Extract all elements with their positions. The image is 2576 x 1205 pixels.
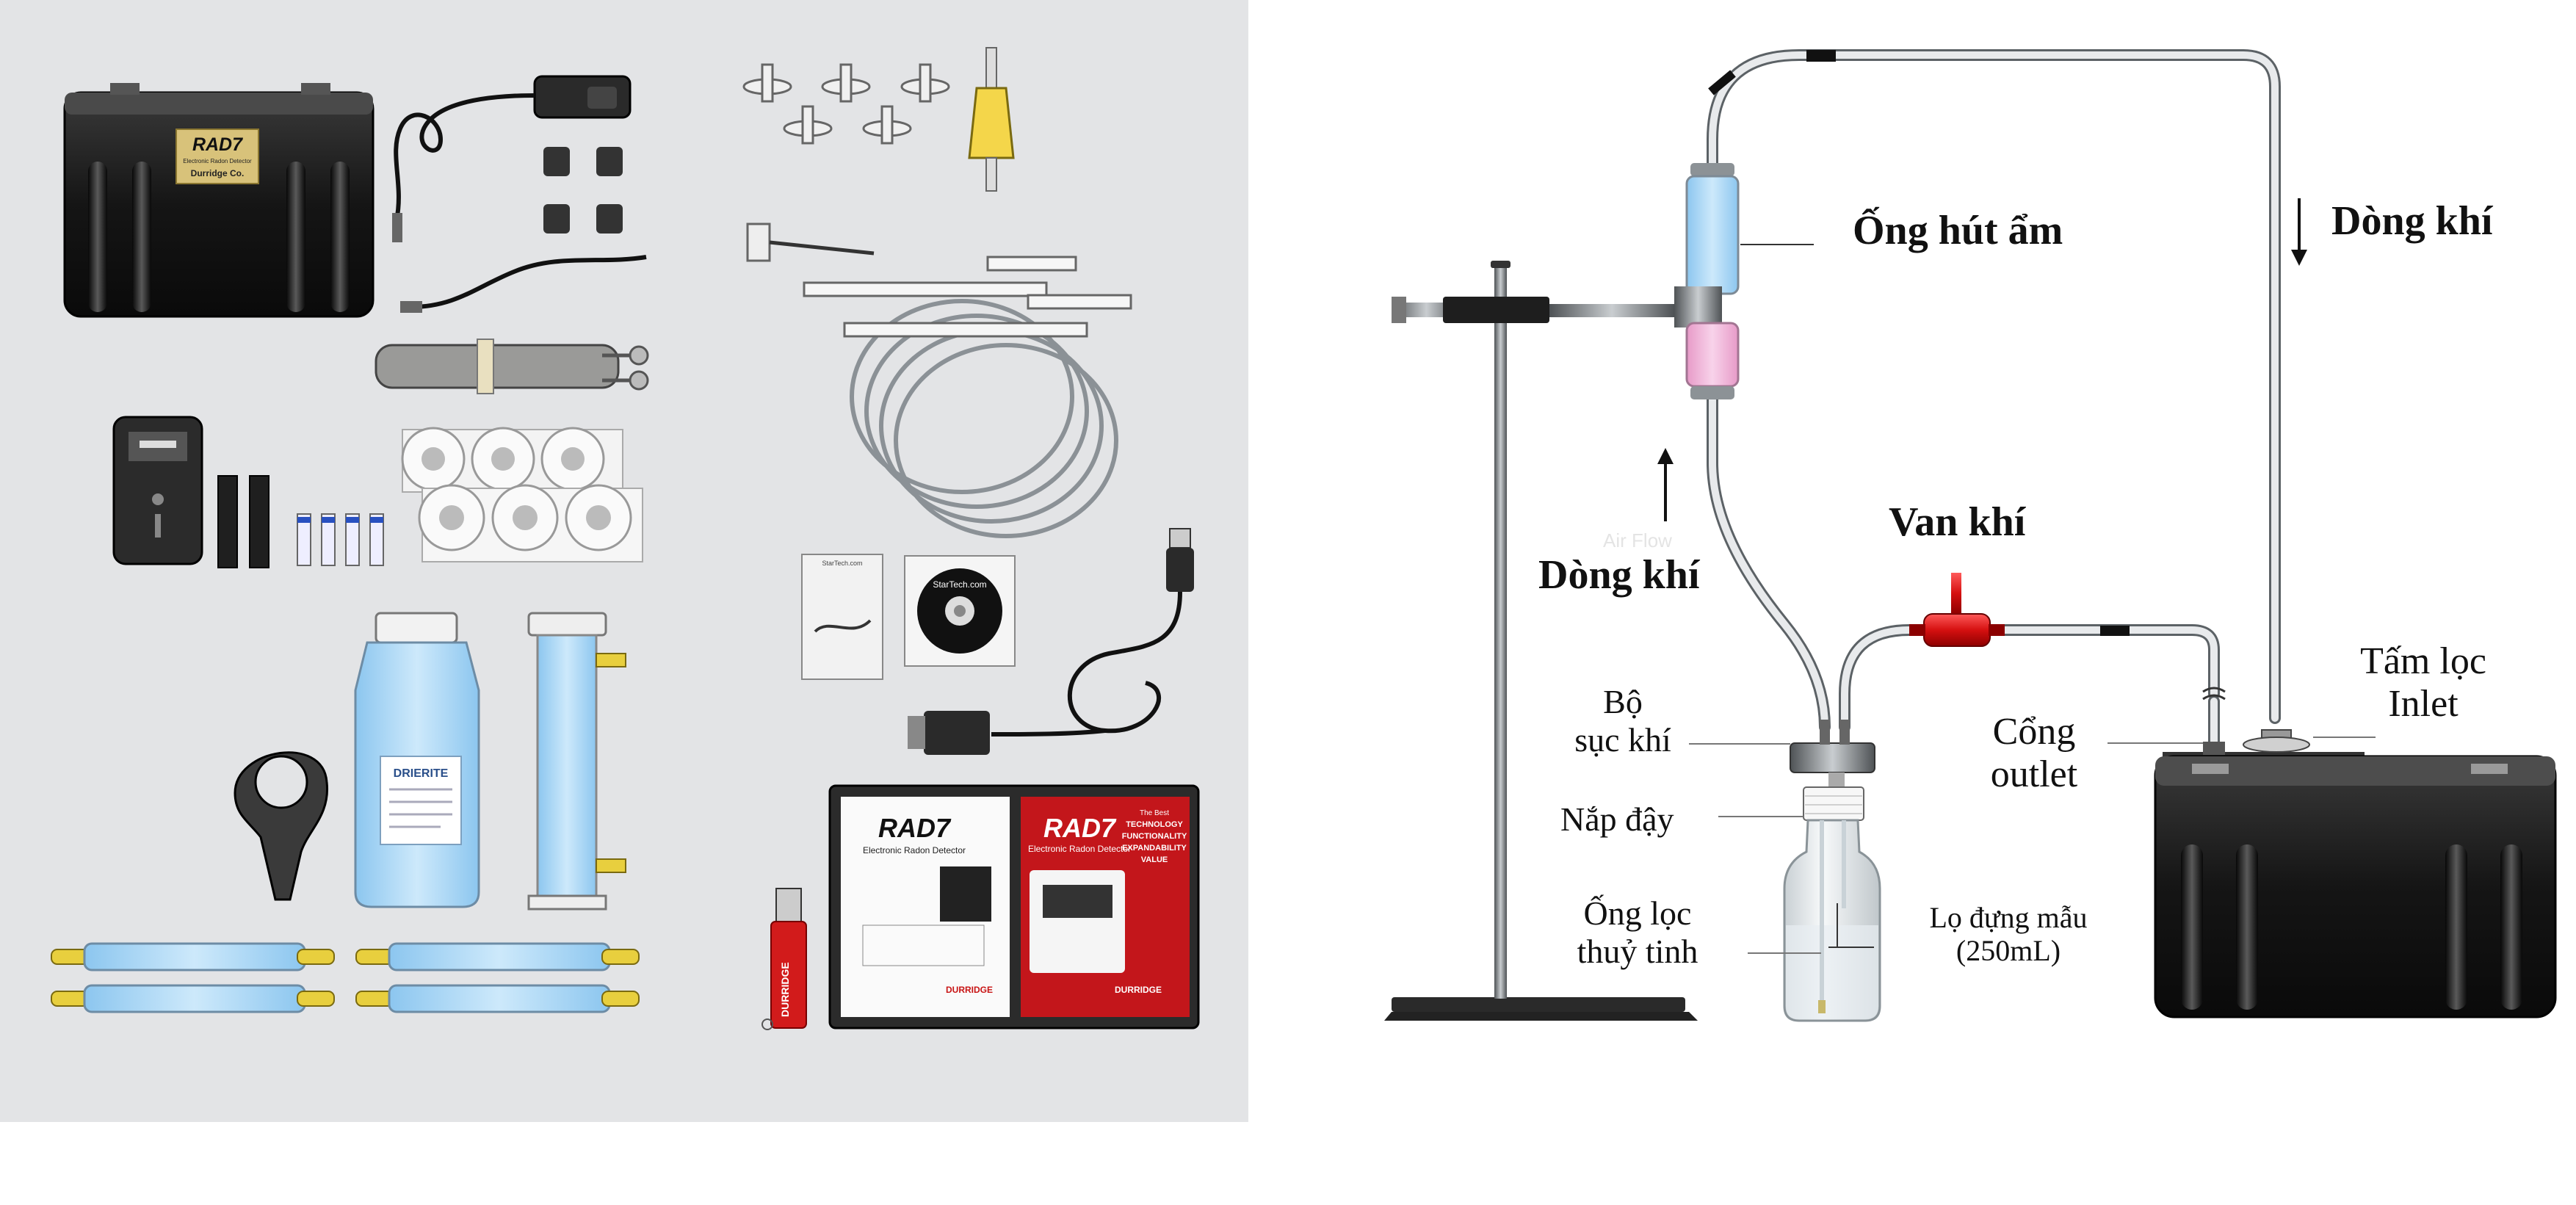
software-cd: StarTech.com StarTech.com xyxy=(802,554,1015,679)
manual-folder: RAD7 Electronic Radon Detector DURRIDGE … xyxy=(830,786,1198,1028)
label-inlet-filter-line-2: Inlet xyxy=(2346,683,2500,725)
manual-left-brand: DURRIDGE xyxy=(946,985,993,995)
booklet-brand-text: StarTech.com xyxy=(822,560,862,567)
manual-right-tag-4: EXPANDABILITY xyxy=(1122,844,1187,853)
tube-coupler-right xyxy=(2100,626,2130,636)
gas-valve xyxy=(1909,573,2005,646)
paper-rolls xyxy=(402,428,643,562)
filter-wrench xyxy=(235,753,328,900)
label-bubbler-line-1: Bộ xyxy=(1557,683,1689,721)
label-outlet-port: Cổng outlet xyxy=(1968,711,2100,796)
usb-brand-text: DURRIDGE xyxy=(779,962,791,1017)
tube-coupler-top xyxy=(1806,50,1836,62)
manual-right-tag-3: FUNCTIONALITY xyxy=(1122,832,1187,841)
label-glass-frit: Ống lọc thuỷ tinh xyxy=(1549,894,1726,970)
case-subtitle-text: Electronic Radon Detector xyxy=(183,158,252,164)
desiccant-tube-column xyxy=(1674,163,1814,399)
rad7-case: RAD7 Electronic Radon Detector Durridge … xyxy=(65,83,373,316)
rad7-detector-case xyxy=(2155,730,2555,1017)
case-brand-text: RAD7 xyxy=(192,134,243,155)
label-glass-frit-line-2: thuỷ tinh xyxy=(1549,933,1726,971)
manual-right-tag-5: VALUE xyxy=(1141,855,1168,864)
tubing-coils xyxy=(748,224,1131,536)
label-sample-bottle-line-2: (250mL) xyxy=(1917,935,2100,968)
label-cap: Nắp đậy xyxy=(1560,800,1674,839)
label-glass-frit-line-1: Ống lọc xyxy=(1549,894,1726,933)
drying-column xyxy=(529,613,626,909)
manual-right-tag-2: TECHNOLOGY xyxy=(1126,820,1183,829)
manual-right-subtitle: Electronic Radon Detector xyxy=(1028,844,1131,854)
case-maker-text: Durridge Co. xyxy=(191,168,245,178)
label-sample-bottle-line-1: Lọ đựng mẫu xyxy=(1917,902,2100,935)
label-bubbler-line-2: sục khí xyxy=(1557,721,1689,759)
manual-right-tag-1: The Best xyxy=(1140,809,1169,817)
label-valve: Van khí xyxy=(1889,499,2025,546)
label-bubbler: Bộ sục khí xyxy=(1557,683,1689,759)
tubing xyxy=(1712,55,2275,742)
label-outlet-port-line-1: Cổng xyxy=(1968,711,2100,753)
manual-right-brand: DURRIDGE xyxy=(1115,985,1162,995)
inlet-filters xyxy=(744,48,1013,191)
label-sample-bottle: Lọ đựng mẫu (250mL) xyxy=(1917,902,2100,968)
label-desiccant-tube: Ống hút ẩm xyxy=(1853,208,2063,254)
printer-and-batteries xyxy=(114,417,383,568)
desiccant-jar: DRIERITE xyxy=(355,613,479,907)
label-inlet-filter-line-1: Tấm lọc xyxy=(2346,640,2500,683)
manual-left-title: RAD7 xyxy=(878,813,952,843)
carry-strap xyxy=(376,339,648,394)
small-drying-tubes xyxy=(51,944,639,1012)
drierite-label: DRIERITE xyxy=(394,767,449,780)
label-airflow-down: Dòng khí xyxy=(2331,198,2492,245)
cd-brand-text: StarTech.com xyxy=(933,579,986,590)
usb-stick: DURRIDGE xyxy=(762,889,806,1030)
label-inlet-filter: Tấm lọc Inlet xyxy=(2346,640,2500,725)
faded-airflow-text: Air Flow xyxy=(1603,529,1672,551)
manual-right-title: RAD7 xyxy=(1043,813,1117,843)
faded-airflow-label: Air Flow xyxy=(1603,529,1672,551)
label-outlet-port-line-2: outlet xyxy=(1968,753,2100,796)
manual-left-subtitle: Electronic Radon Detector xyxy=(863,845,966,855)
power-adapter xyxy=(392,76,646,313)
bubbler-and-bottle xyxy=(1784,720,1880,1021)
label-airflow-up: Dòng khí xyxy=(1538,552,1699,598)
